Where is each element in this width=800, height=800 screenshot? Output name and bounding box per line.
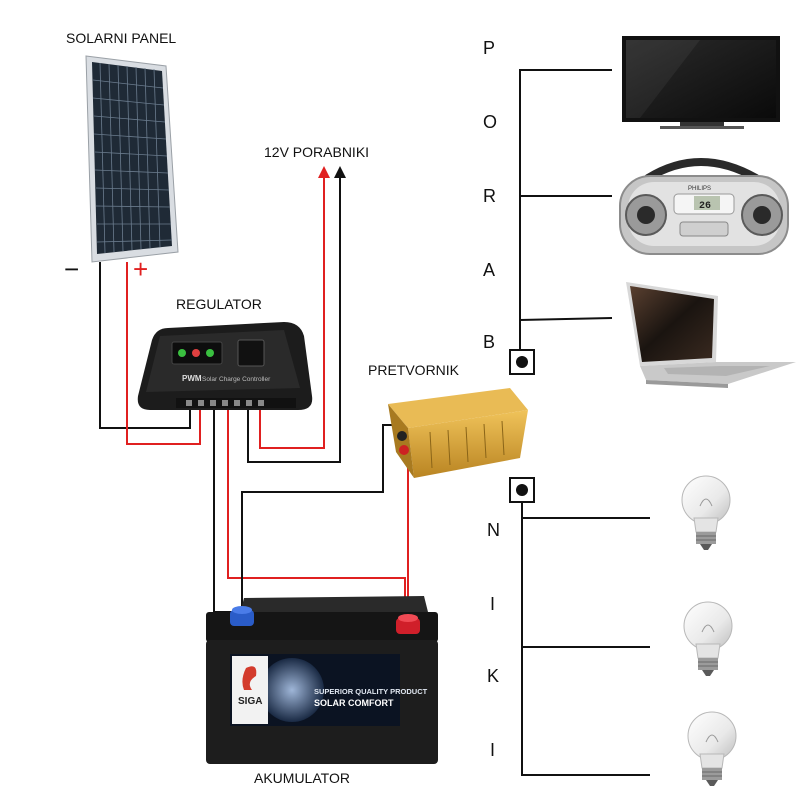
label-12v-consumers: 12V PORABNIKI: [264, 144, 370, 160]
label-battery: AKUMULATOR: [254, 770, 350, 786]
solar-panel-icon: [85, 55, 179, 263]
vertical-letter-2-1: I: [490, 594, 496, 614]
vertical-letter-1-4: B: [483, 332, 496, 352]
vertical-letter-1-1: O: [483, 112, 498, 132]
light-bulb-icon-3: [687, 711, 737, 786]
radio-icon: 26 PHILIPS: [619, 158, 789, 255]
wire-regulator-battery-positive: [227, 410, 406, 618]
battery-line-1: SUPERIOR QUALITY PRODUCT: [314, 687, 428, 696]
light-bulb-icon-2: [683, 601, 733, 676]
controller-brand: PWM: [182, 374, 202, 383]
tv-icon: [622, 36, 780, 129]
vertical-letter-1-2: R: [483, 186, 496, 206]
wire-panel-positive: [126, 262, 201, 445]
battery-icon: SIGA SUPERIOR QUALITY PRODUCT SOLAR COMF…: [206, 596, 438, 764]
vertical-letter-1-0: P: [483, 38, 496, 58]
label-regulator: REGULATOR: [176, 296, 262, 312]
bus-ac-lower: [521, 502, 650, 776]
battery-brand: SIGA: [238, 696, 262, 707]
wire-12v-negative: [247, 166, 346, 463]
vertical-letter-2-0: N: [487, 520, 500, 540]
wires: [99, 69, 650, 776]
charge-controller-icon: PWM Solar Charge Controller: [137, 322, 313, 410]
inverter-icon: [388, 388, 528, 478]
bus-tap-laptop: [519, 317, 613, 321]
vertical-letter-1-3: A: [483, 260, 496, 280]
light-bulb-icon-1: [681, 475, 731, 550]
laptop-icon: [626, 282, 796, 388]
socket-lower: [509, 477, 535, 503]
label-solar-panel: SOLARNI PANEL: [66, 30, 177, 46]
radio-brand: PHILIPS: [688, 186, 711, 192]
wire-panel-negative: [99, 262, 191, 429]
label-inverter: PRETVORNIK: [368, 362, 460, 378]
bus-ac-upper: [519, 69, 612, 352]
battery-line-2: SOLAR COMFORT: [314, 698, 394, 708]
wire-12v-positive: [259, 166, 330, 449]
label-plus: +: [133, 254, 149, 284]
controller-name: Solar Charge Controller: [202, 376, 271, 383]
vertical-letter-2-3: I: [490, 740, 496, 760]
label-minus: −: [64, 254, 80, 284]
socket-upper: [509, 349, 535, 375]
radio-display: 26: [699, 201, 711, 212]
vertical-letter-2-2: K: [487, 666, 500, 686]
wire-inverter-negative: [241, 424, 403, 618]
